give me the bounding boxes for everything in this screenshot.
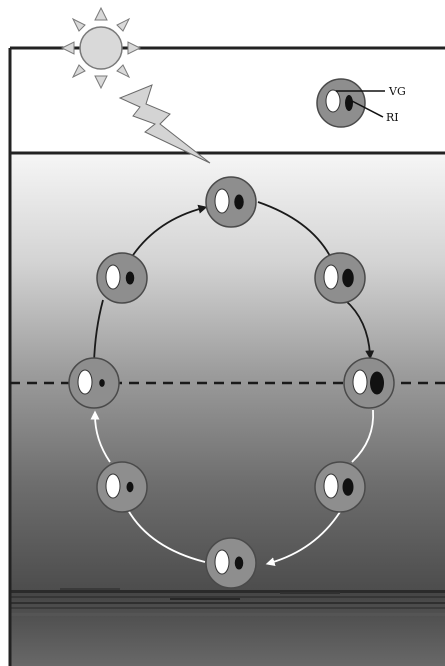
- cycle-cell-2: [314, 252, 366, 304]
- gas-vacuole: [77, 369, 93, 395]
- reserve-inclusion: [99, 379, 105, 387]
- gas-vacuole: [214, 188, 230, 214]
- sun-icon: [60, 6, 142, 90]
- arrow-dark-2: [257, 201, 331, 257]
- cycle-cell-4: [314, 461, 366, 513]
- vg-label: VG: [388, 85, 406, 98]
- cell-body: [343, 357, 395, 409]
- cycle-cell-5: [205, 537, 257, 589]
- ri-label: RI: [386, 111, 399, 124]
- legend-cell: [316, 78, 366, 128]
- gas-vacuole: [214, 549, 230, 575]
- sediment-bands: [10, 588, 445, 616]
- reserve-inclusion: [126, 481, 134, 493]
- cycle-cell-6: [96, 461, 148, 513]
- cell-body: [205, 537, 257, 589]
- cell-body: [96, 252, 148, 304]
- gas-vacuole: [352, 369, 368, 395]
- legend: VG RI: [316, 78, 406, 128]
- arrow-dark-3: [344, 299, 375, 360]
- cycle-cell-7: [68, 357, 120, 409]
- cell-body: [314, 252, 366, 304]
- gas-vacuole: [105, 473, 121, 499]
- sediment-layer: [10, 590, 445, 666]
- gas-vacuole: [323, 264, 339, 290]
- cell-body: [314, 461, 366, 513]
- legend-inclusion: [345, 95, 353, 111]
- arrow-light-4: [90, 410, 111, 463]
- lightning-bolt-icon: [118, 84, 211, 164]
- cell-body: [96, 461, 148, 513]
- ri-leader-line: [351, 100, 384, 118]
- reserve-inclusion: [234, 556, 244, 570]
- reserve-inclusion: [370, 371, 384, 395]
- cycle-cell-8: [96, 252, 148, 304]
- arrow-light-3: [127, 509, 206, 563]
- arrow-light-1: [351, 409, 375, 463]
- gas-vacuole: [323, 473, 339, 499]
- reserve-inclusion: [125, 271, 135, 285]
- reserve-inclusion: [342, 268, 354, 288]
- legend-gas-vacuole: [325, 89, 341, 113]
- cycle-arrows: [90, 201, 375, 567]
- gas-vacuole: [105, 264, 121, 290]
- cycle-cell-3: [343, 357, 395, 409]
- cell-body: [205, 176, 257, 228]
- cycle-cells: [68, 176, 395, 589]
- arrow-light-2: [265, 511, 341, 567]
- reserve-inclusion: [342, 478, 354, 496]
- cycle-cell-1: [205, 176, 257, 228]
- cell-body: [68, 357, 120, 409]
- reserve-inclusion: [234, 194, 244, 210]
